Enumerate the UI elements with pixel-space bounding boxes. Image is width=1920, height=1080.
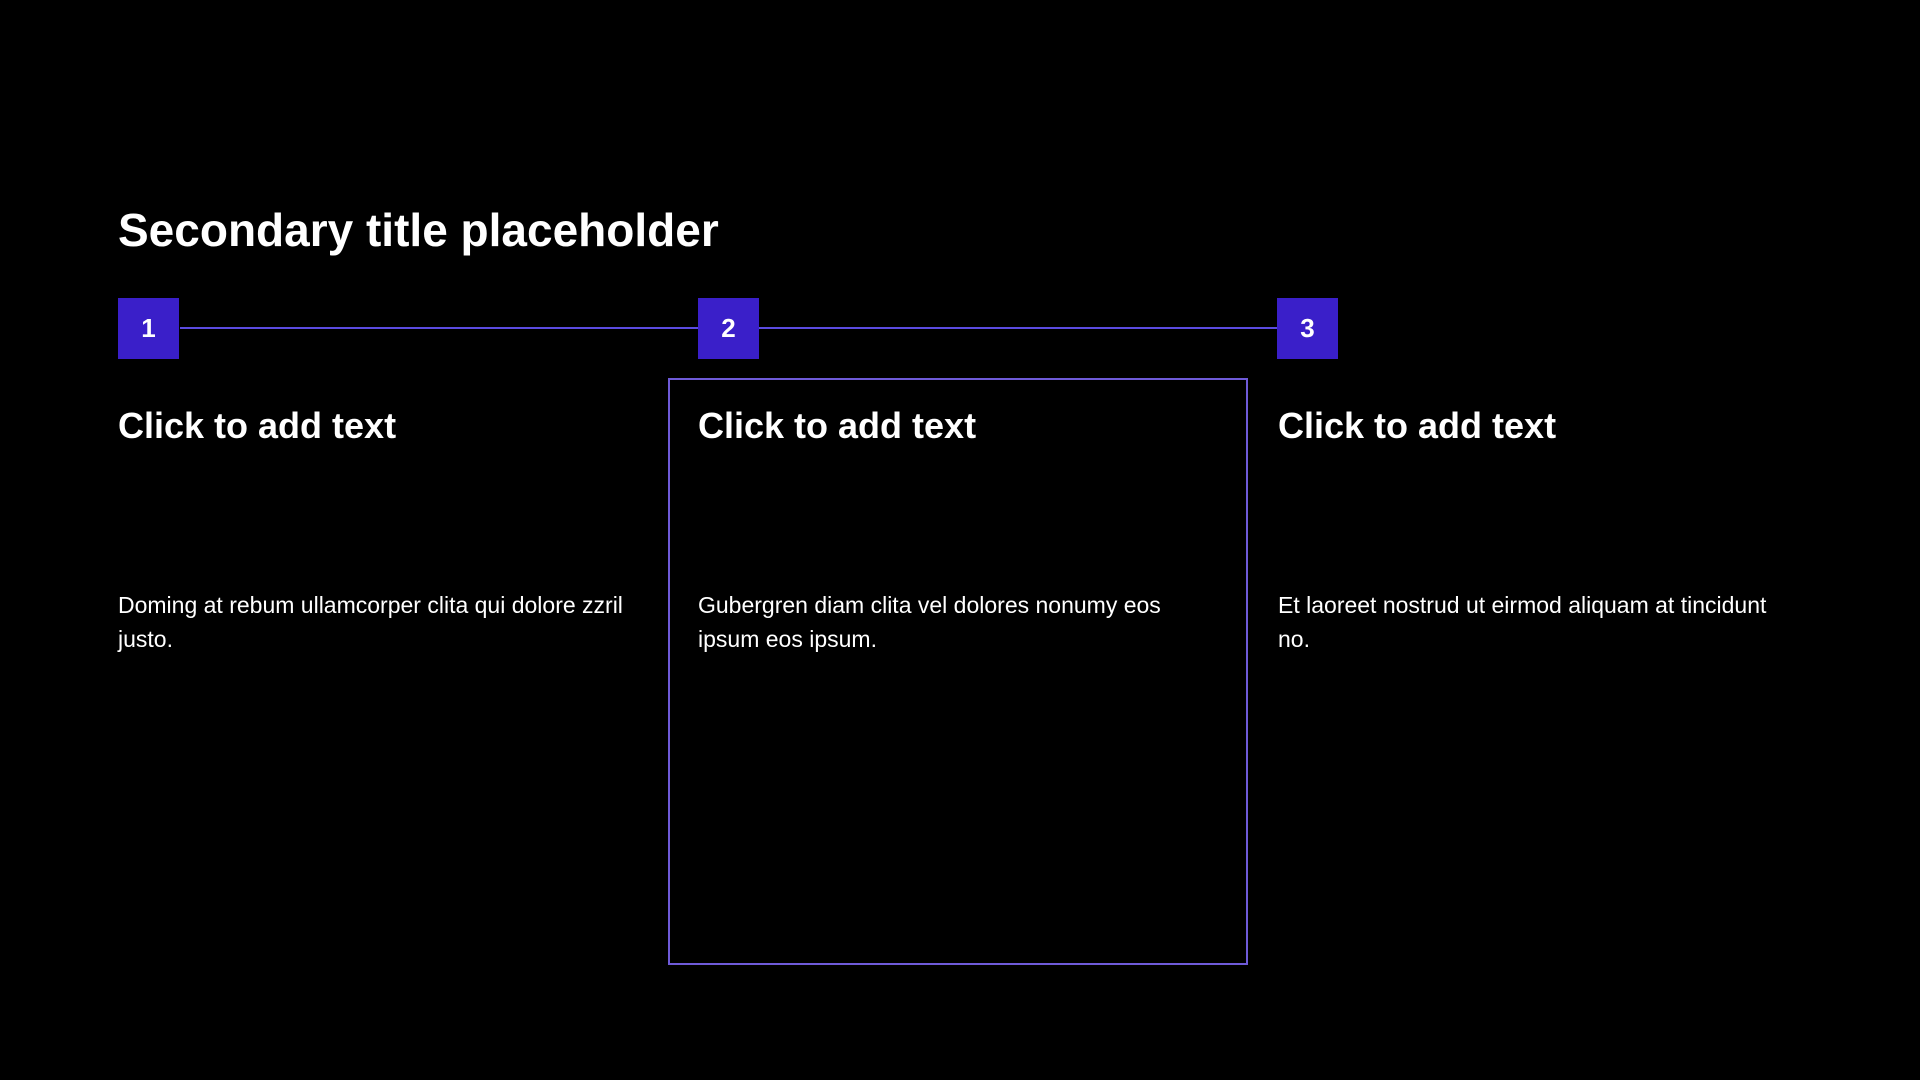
step-body-text[interactable]: Et laoreet nostrud ut eirmod aliquam at … — [1278, 592, 1767, 652]
step-column: Click to add text Et laoreet nostrud ut … — [1278, 400, 1798, 652]
step-column: Click to add text Doming at rebum ullamc… — [118, 400, 638, 652]
step-number-badge: 1 — [118, 298, 179, 359]
step-column: Click to add text Gubergren diam clita v… — [698, 400, 1218, 652]
page-title[interactable]: Secondary title placeholder — [118, 204, 719, 256]
step-number-badge: 3 — [1277, 298, 1338, 359]
step-connector-line — [759, 327, 1277, 329]
step-body-text[interactable]: Doming at rebum ullamcorper clita qui do… — [118, 592, 623, 652]
step-connector-line — [180, 327, 698, 329]
selected-text-box-frame[interactable] — [668, 378, 1248, 965]
step-heading[interactable]: Click to add text — [1278, 405, 1557, 446]
step-number-badge: 2 — [698, 298, 759, 359]
step-heading[interactable]: Click to add text — [118, 405, 397, 446]
step-heading[interactable]: Click to add text — [698, 405, 977, 446]
step-body-text[interactable]: Gubergren diam clita vel dolores nonumy … — [698, 592, 1161, 652]
